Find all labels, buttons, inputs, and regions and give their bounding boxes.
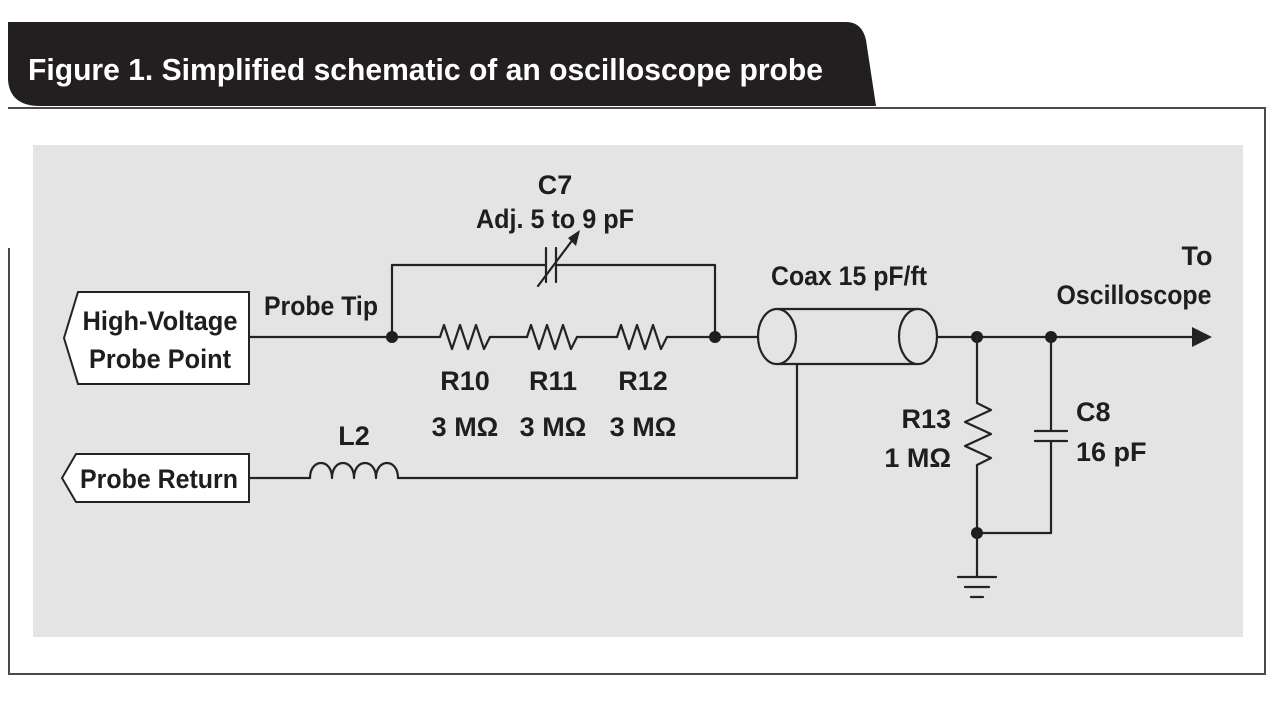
resistor-r11-symbol [525,323,579,351]
capacitor-c8-symbol [1033,335,1069,535]
junction-divider-out [709,331,721,343]
probe-return-connector: Probe Return [60,453,250,503]
r12-name-label: R12 [618,366,668,396]
c8-name-label: C8 [1076,397,1111,427]
hv-label-line1: High-Voltage [83,306,238,336]
schematic-panel [33,145,1243,637]
resistor-r10-symbol [438,323,492,351]
inductor-l2-symbol [308,461,400,480]
c8-value-label: 16 pF [1076,437,1147,467]
c7-name-label: C7 [538,170,573,200]
output-label-line2: Oscilloscope [1057,280,1212,310]
hv-label-line2: Probe Point [89,344,231,374]
ground-symbol [956,531,998,599]
wire-c7-bypass [390,263,717,339]
wire-return-shield [396,362,799,480]
hv-probe-point-connector: High-Voltage Probe Point [62,291,250,385]
probe-return-label: Probe Return [80,464,238,494]
output-arrow [1192,327,1212,347]
r13-name-label: R13 [901,404,951,434]
figure-title: Figure 1. Simplified schematic of an osc… [28,52,823,87]
capacitor-c7-symbol [536,230,580,288]
probe-tip-label: Probe Tip [264,291,378,321]
coax-label: Coax 15 pF/ft [771,261,927,291]
resistor-r13-symbol [963,335,993,535]
figure-frame-left-edge [8,248,10,675]
title-band: Figure 1. Simplified schematic of an osc… [8,22,876,106]
r11-value-label: 3 MΩ [520,412,587,442]
r12-value-label: 3 MΩ [610,412,677,442]
l2-name-label: L2 [338,421,370,451]
coax-cable-symbol [756,307,939,366]
r11-name-label: R11 [529,366,577,396]
r13-value-label: 1 MΩ [884,443,951,473]
figure-frame [8,107,1266,675]
r10-name-label: R10 [440,366,490,396]
output-label-line1: To [1182,241,1213,271]
r10-value-label: 3 MΩ [432,412,499,442]
resistor-r12-symbol [615,323,669,351]
c7-value-label: Adj. 5 to 9 pF [476,204,634,234]
junction-probe-tip [386,331,398,343]
